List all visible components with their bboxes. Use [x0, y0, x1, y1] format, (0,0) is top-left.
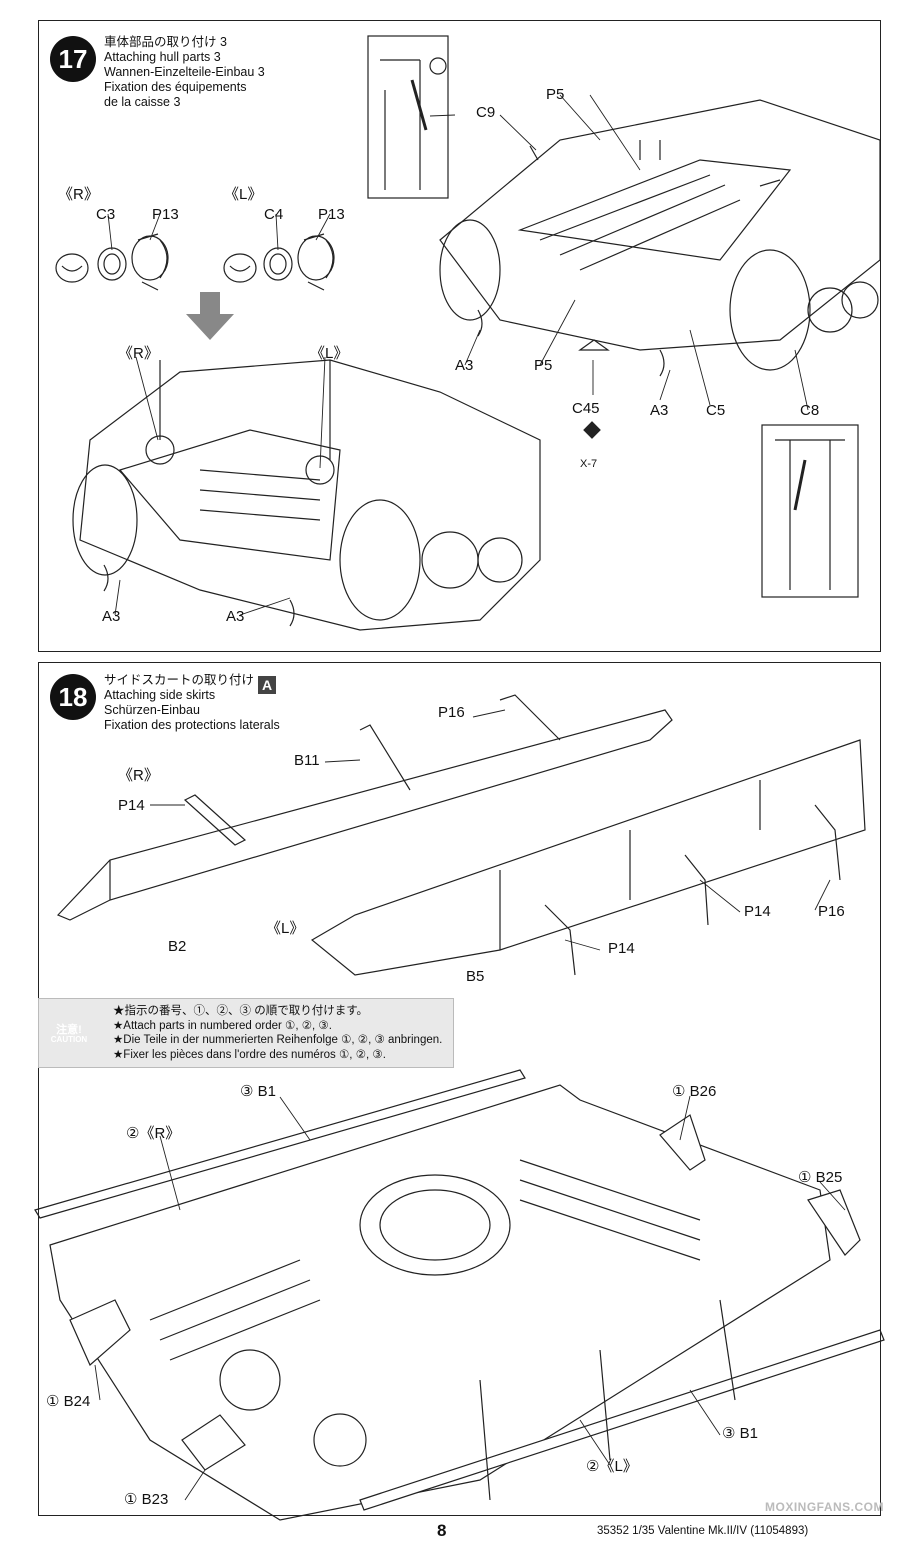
full-assembly-drawing [34, 1069, 885, 1521]
part-c45-label: C45 [572, 400, 600, 417]
hull-rear-drawing [72, 359, 541, 631]
big-r-label: 《R》 [118, 345, 159, 362]
lamp-part-r [55, 233, 169, 291]
part-b5-label: B5 [466, 968, 485, 985]
side-skirt-l-drawing [310, 739, 866, 976]
part-p14-right-label: P14 [744, 903, 771, 920]
side-l-label: 《L》 [224, 186, 263, 203]
lamp-part-l [223, 233, 335, 291]
down-arrow-icon [186, 292, 234, 340]
side-skirt-r-drawing [56, 694, 673, 921]
caution-line-ja: ★指示の番号、①、②、③ の順で取り付けます。 [113, 1005, 369, 1017]
assembly-b1-top-label: ③ B1 [240, 1083, 276, 1100]
title-line-en: Attaching side skirts [104, 688, 280, 703]
caution-badge-bottom: CAUTION [50, 1035, 88, 1044]
inset-detail-bottom [761, 424, 859, 598]
caution-line-de: ★Die Teile in der nummerierten Reihenfol… [113, 1034, 443, 1046]
title-line-de: Schürzen-Einbau [104, 703, 200, 717]
part-c5-label: C5 [706, 402, 726, 419]
title-text-en: Attaching side skirts [104, 688, 216, 702]
step-17-title: 車体部品の取り付け 3 Attaching hull parts 3 Wanne… [104, 35, 265, 110]
part-a3-label-2: A3 [226, 608, 245, 625]
skirt-l-label: 《L》 [266, 920, 305, 937]
assembly-b26-label: ① B26 [672, 1083, 717, 1100]
assembly-b25-label: ① B25 [798, 1169, 843, 1186]
hull-top-drawing [439, 99, 881, 439]
part-a3-label-3: A3 [455, 357, 474, 374]
part-p14-mid-label: P14 [608, 940, 635, 957]
caution-line-en: ★Attach parts in numbered order ①, ②, ③. [113, 1019, 332, 1032]
title-line-fr-2: de la caisse 3 [104, 95, 181, 109]
inset-detail-top [367, 35, 449, 199]
part-a3-label-1: A3 [102, 608, 121, 625]
caution-text: ★指示の番号、①、②、③ の順で取り付けます。 ★Attach parts in… [113, 1004, 442, 1062]
assembly-r-side-label: ②《R》 [126, 1125, 181, 1142]
title-line-ja: 車体部品の取り付け 3 [104, 35, 227, 49]
caution-badge: 注意! CAUTION [39, 1005, 97, 1063]
page-number: 8 [437, 1521, 447, 1540]
part-p13-l-label: P13 [318, 206, 345, 223]
part-c9-label: C9 [476, 104, 496, 121]
assembly-b23-label: ① B23 [124, 1491, 169, 1508]
step-18-panel [38, 662, 881, 1516]
paint-a-badge: A [258, 676, 276, 694]
title-line-ja: サイドスカートの取り付け [104, 673, 280, 688]
title-line-fr: Fixation des protections laterals [104, 718, 280, 732]
model-info: 35352 1/35 Valentine Mk.II/IV (11054893) [597, 1525, 809, 1537]
part-b11-label: B11 [294, 752, 320, 769]
big-l-label: 《L》 [310, 345, 349, 362]
part-a3-label-4: A3 [650, 402, 669, 419]
caution-line-fr: ★Fixer les pièces dans l'ordre des numér… [113, 1048, 386, 1061]
part-c3-label: C3 [96, 206, 116, 223]
part-p5-top-label: P5 [546, 86, 565, 103]
caution-box: 注意! CAUTION ★指示の番号、①、②、③ の順で取り付けます。 ★Att… [38, 998, 454, 1068]
assembly-l-side-label: ②《L》 [586, 1458, 638, 1475]
title-line-fr-1: Fixation des équipements [104, 80, 247, 94]
part-c4-label: C4 [264, 206, 284, 223]
leader-lines [94, 94, 846, 1501]
title-line-en: Attaching hull parts 3 [104, 50, 221, 64]
assembly-b24-label: ① B24 [46, 1393, 91, 1410]
part-b2-label: B2 [168, 938, 187, 955]
side-r-label: 《R》 [58, 186, 99, 203]
step-18-number: 18 [50, 674, 96, 720]
title-line-de: Wannen-Einzelteile-Einbau 3 [104, 65, 265, 79]
part-c8-label: C8 [800, 402, 820, 419]
title-text-ja: サイドスカートの取り付け [104, 673, 255, 687]
part-p16-right-label: P16 [818, 903, 845, 920]
part-p14-r-label: P14 [118, 797, 145, 814]
caution-badge-top: 注意! [56, 1024, 82, 1036]
watermark: MOXINGFANS.COM [765, 1500, 885, 1514]
assembly-b1-bottom-label: ③ B1 [722, 1425, 758, 1442]
part-x7-label: X-7 [580, 458, 598, 470]
step-18-title: サイドスカートの取り付け Attaching side skirts Schür… [104, 673, 280, 733]
step-17-number: 17 [50, 36, 96, 82]
part-p13-r-label: P13 [152, 206, 179, 223]
skirt-r-label: 《R》 [118, 767, 159, 784]
part-p5-bottom-label: P5 [534, 357, 553, 374]
part-p16-top-label: P16 [438, 704, 465, 721]
